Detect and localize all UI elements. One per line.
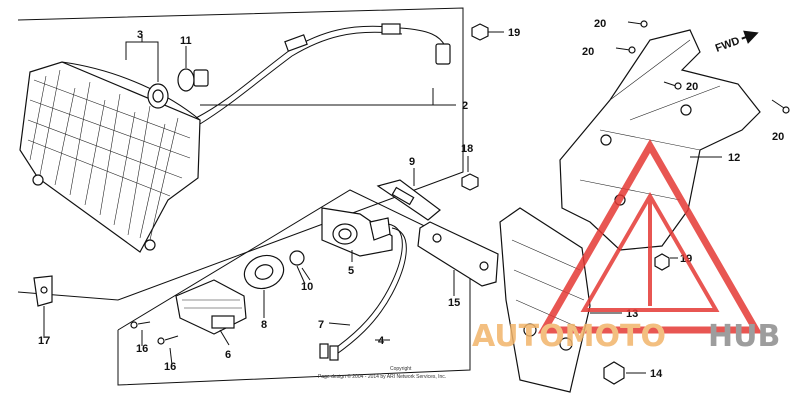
callout-8: 8	[261, 319, 267, 331]
callout-5: 5	[348, 265, 354, 277]
bulb-socket-rubber	[125, 34, 169, 109]
license-lens-gasket	[243, 254, 285, 290]
tail-light-lens	[19, 61, 201, 253]
callout-6: 6	[225, 349, 231, 361]
reflector-bracket	[417, 221, 499, 287]
callout-20d: 20	[772, 131, 784, 143]
callout-15: 15	[448, 297, 460, 309]
copyright-line1: Copyright	[390, 366, 412, 372]
license-light-wire	[319, 223, 407, 361]
watermark-text-automoto: AUTOMOTO	[472, 319, 666, 354]
license-plate-bracket	[376, 179, 441, 221]
copyright-notice: Copyright Page design © 2004 - 2014 by A…	[318, 366, 446, 380]
license-light-lens	[175, 279, 247, 335]
watermark-logo-icon	[537, 138, 763, 334]
nuts	[461, 23, 670, 385]
callout-9: 9	[409, 156, 415, 168]
fwd-label: FWD	[714, 35, 742, 55]
callout-20a: 20	[594, 18, 606, 30]
bulb	[177, 46, 209, 92]
callout-11: 11	[180, 35, 192, 47]
screws	[130, 321, 179, 345]
callout-18: 18	[461, 143, 473, 155]
callout-17: 17	[38, 335, 50, 347]
callout-7: 7	[318, 319, 324, 331]
callout-4: 4	[378, 335, 385, 347]
callout-16a: 16	[136, 343, 148, 355]
callout-2: 2	[462, 100, 468, 112]
assembly-outline	[17, 7, 471, 386]
copyright-line2: Page design © 2004 - 2014 by ARI Network…	[318, 373, 446, 380]
callout-12: 12	[728, 152, 740, 164]
watermark: AUTOMOTO HUB	[472, 138, 780, 354]
lens-wire	[195, 23, 451, 125]
callout-20b: 20	[582, 46, 594, 58]
rear-fender	[499, 207, 591, 393]
bolts	[615, 20, 790, 114]
clip	[33, 275, 53, 307]
callout-20c: 20	[686, 81, 698, 93]
callout-10: 10	[301, 281, 313, 293]
license-light-base	[321, 207, 393, 257]
watermark-text-hub: HUB	[708, 319, 780, 354]
license-bulb	[289, 250, 306, 285]
callout-14: 14	[650, 368, 663, 380]
leader-lines	[43, 31, 722, 374]
callout-19a: 19	[508, 27, 520, 39]
callout-16b: 16	[164, 361, 176, 373]
fwd-direction: FWD	[714, 30, 759, 55]
callout-3: 3	[137, 29, 143, 41]
fwd-arrow-icon	[743, 30, 759, 44]
